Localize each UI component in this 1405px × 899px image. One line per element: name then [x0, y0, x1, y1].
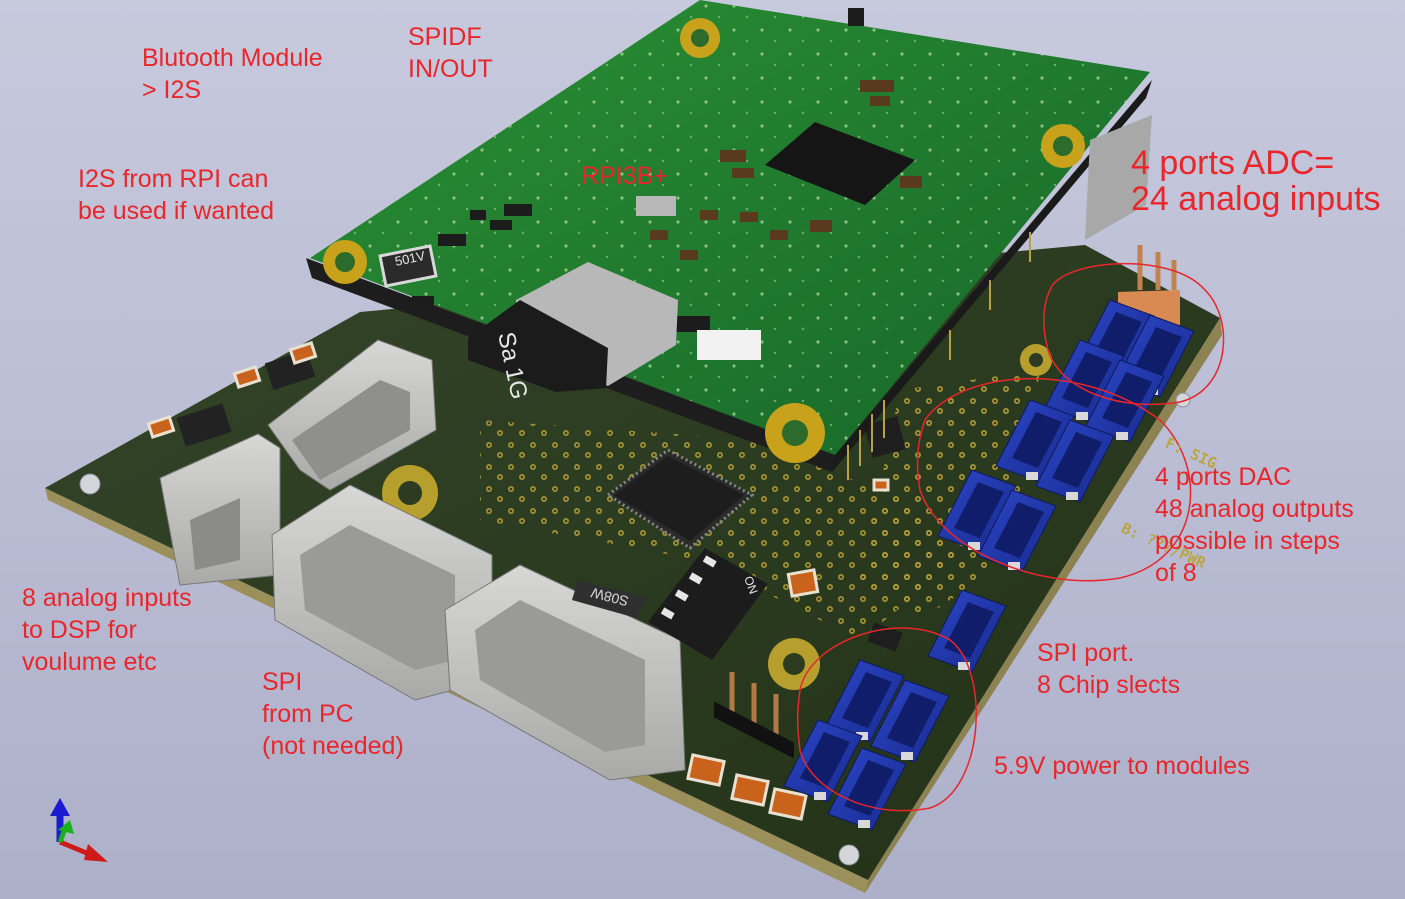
smd-capacitors	[146, 341, 890, 821]
rpi-inductor	[378, 244, 438, 288]
annotation-rpi: RPI3B+	[581, 162, 668, 190]
rpi-board	[306, 0, 1152, 480]
corner-hole	[79, 473, 101, 495]
annotation-i2s-rpi: I2S from RPI can be used if wanted	[78, 165, 274, 225]
dsp-chip	[605, 448, 755, 550]
circle-adc	[1043, 263, 1225, 406]
rpi-camera-connector	[697, 330, 761, 360]
rpi-soc	[765, 122, 915, 205]
corner-hole	[1175, 392, 1191, 408]
mounting-hole	[382, 465, 438, 521]
circle-spi	[796, 627, 977, 812]
annotation-power: 5.9V power to modules	[994, 752, 1250, 780]
corner-hole	[838, 844, 860, 866]
pin-header-power	[714, 672, 794, 759]
circle-dac	[916, 377, 1192, 582]
annotation-spi-port: SPI port. 8 Chip slects	[1037, 639, 1181, 699]
blue-headers	[783, 299, 1195, 831]
blue-header-connector	[977, 489, 1057, 573]
axis-gizmo	[50, 798, 108, 862]
blue-header-connector	[927, 589, 1007, 673]
annotation-adc: 4 ports ADC= 24 analog inputs	[1131, 144, 1381, 218]
connector-main-1	[271, 484, 493, 701]
blue-header-connector	[1035, 419, 1115, 503]
annotation-bluetooth: Blutooth Module > I2S	[142, 44, 323, 104]
mounting-hole	[1020, 344, 1052, 376]
blue-header-connector	[870, 679, 950, 763]
sd-card-slot	[468, 262, 678, 392]
ic-chip	[176, 403, 232, 447]
annotation-dac: 4 ports DAC 48 analog outputs possible i…	[1155, 463, 1354, 587]
dip-switch[interactable]	[648, 548, 768, 660]
connector-dsp-inputs	[159, 433, 281, 586]
annotation-circles	[796, 263, 1225, 812]
dip-switch-label: ON	[741, 574, 760, 596]
inductor-main	[572, 580, 648, 618]
annotation-analog-dsp: 8 analog inputs to DSP for voulume etc	[22, 584, 192, 676]
mounting-hole	[768, 638, 820, 690]
connector-main-2	[444, 564, 686, 781]
connector-spi-pc	[267, 339, 437, 491]
ic-chip	[867, 622, 903, 652]
rpi-inductor-label: 501V	[394, 248, 427, 269]
annotation-spi-pc: SPI from PC (not needed)	[262, 668, 404, 760]
annotation-spidf: SPIDF IN/OUT	[408, 23, 493, 83]
